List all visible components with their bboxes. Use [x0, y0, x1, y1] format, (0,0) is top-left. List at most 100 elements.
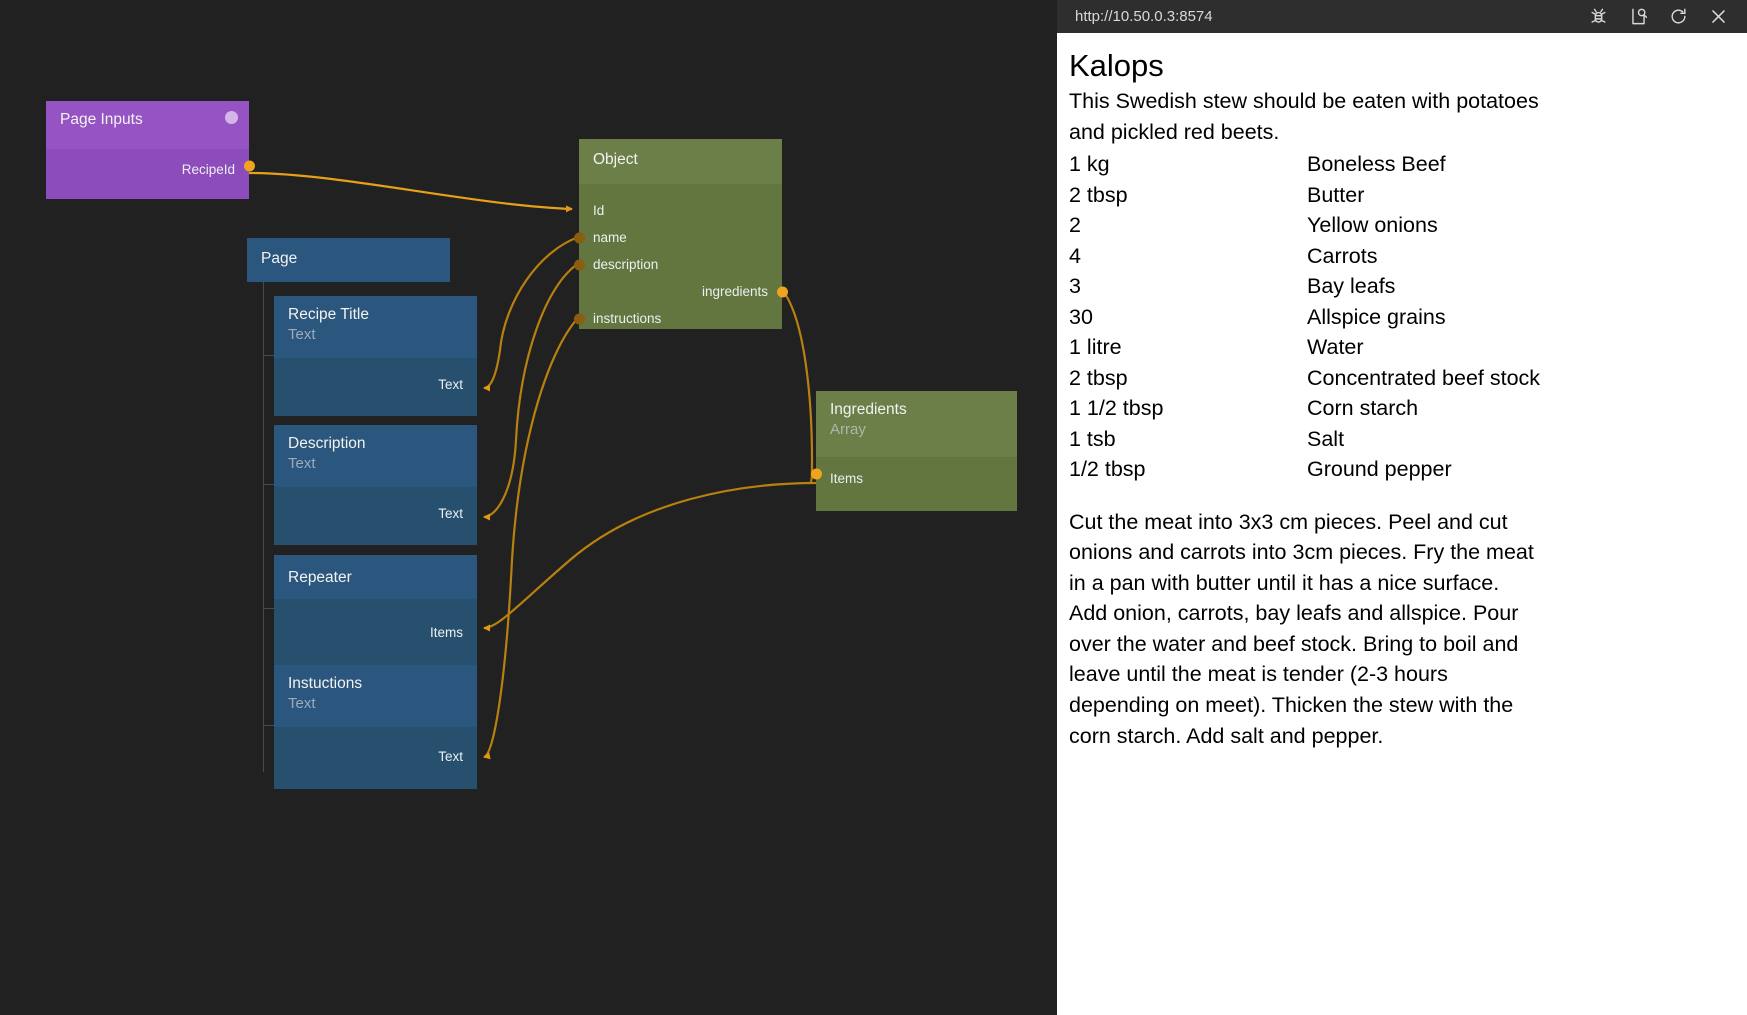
- ingredient-quantity: 30: [1069, 304, 1093, 329]
- ingredient-quantity: 1 1/2 tbsp: [1069, 396, 1164, 421]
- ingredient-name: Yellow onions: [1307, 213, 1438, 238]
- port-dot-object-name-input[interactable]: [573, 232, 585, 243]
- port-row-instuctions-text[interactable]: Text: [274, 727, 477, 769]
- tree-branch-line: [263, 608, 274, 609]
- port-row-object-name[interactable]: name: [573, 224, 782, 251]
- node-page[interactable]: Page: [247, 238, 450, 282]
- port-label-description-text: Text: [438, 506, 463, 521]
- port-row-ingredients-items[interactable]: Items: [810, 457, 1017, 491]
- node-graph-canvas[interactable]: Page Inputs RecipeId Page Recipe Title T…: [0, 0, 1057, 1015]
- port-label-object-id: Id: [593, 203, 605, 218]
- node-repeater[interactable]: Repeater Items: [274, 555, 477, 672]
- ingredient-name: Ground pepper: [1307, 457, 1452, 482]
- ingredient-quantity: 3: [1069, 274, 1081, 299]
- node-recipe-title-body: Text: [274, 358, 477, 416]
- node-page-header[interactable]: Page: [247, 238, 450, 282]
- ingredient-quantity: 4: [1069, 243, 1081, 268]
- node-object-body: Id name description ingredients instruct…: [573, 184, 788, 332]
- preview-toolbar: http://10.50.0.3:8574: [1057, 0, 1747, 33]
- port-label-object-instructions: instructions: [593, 311, 662, 326]
- node-instuctions-title: Instuctions: [288, 675, 363, 692]
- node-description[interactable]: Description Text Text: [274, 425, 477, 545]
- ingredient-name: Corn starch: [1307, 396, 1419, 421]
- node-object[interactable]: Object Id name description ingredients: [573, 139, 788, 332]
- ingredient-row: 1 tsb Salt: [1069, 424, 1725, 455]
- port-row-object-ingredients[interactable]: ingredients: [579, 278, 788, 305]
- ingredient-name: Salt: [1307, 426, 1345, 451]
- node-repeater-title: Repeater: [288, 569, 352, 586]
- ingredient-row: 3 Bay leafs: [1069, 271, 1725, 302]
- node-instuctions-header[interactable]: Instuctions Text: [274, 665, 477, 727]
- reload-icon[interactable]: [1661, 3, 1695, 31]
- node-page-inputs-title: Page Inputs: [60, 111, 143, 128]
- ingredient-row: 1 1/2 tbsp Corn starch: [1069, 393, 1725, 424]
- port-label-object-name: name: [593, 230, 627, 245]
- tree-trunk-line: [263, 282, 264, 772]
- node-instuctions-body: Text: [274, 727, 477, 789]
- node-object-header[interactable]: Object: [579, 139, 782, 184]
- port-row-recipeid[interactable]: RecipeId: [46, 149, 255, 182]
- node-description-body: Text: [274, 487, 477, 545]
- ingredient-quantity: 1 litre: [1069, 335, 1122, 360]
- port-dot-recipeid-output[interactable]: [243, 160, 255, 171]
- port-dot-object-description-input[interactable]: [573, 259, 585, 270]
- preview-panel: http://10.50.0.3:8574: [1057, 0, 1747, 1015]
- ingredient-quantity: 1 tsb: [1069, 426, 1116, 451]
- status-dot-icon: [225, 111, 238, 124]
- port-label-object-ingredients: ingredients: [701, 284, 768, 299]
- port-row-object-id[interactable]: Id: [579, 192, 782, 224]
- port-row-recipe-title-text[interactable]: Text: [274, 358, 477, 397]
- port-row-object-description[interactable]: description: [573, 251, 782, 278]
- node-recipe-title-subtitle: Text: [288, 325, 316, 343]
- close-icon[interactable]: [1701, 3, 1735, 31]
- node-ingredients-body: Items: [810, 457, 1017, 511]
- node-instuctions[interactable]: Instuctions Text Text: [274, 665, 477, 789]
- port-dot-ingredients-items-input[interactable]: [810, 468, 822, 480]
- port-label-repeater-items: Items: [429, 625, 463, 640]
- node-description-title: Description: [288, 435, 366, 452]
- port-row-object-instructions[interactable]: instructions: [573, 305, 782, 332]
- node-repeater-body: Items: [274, 599, 477, 672]
- recipe-instructions: Cut the meat into 3x3 cm pieces. Peel an…: [1069, 509, 1534, 748]
- ingredient-name: Allspice grains: [1307, 304, 1446, 329]
- ingredient-quantity: 2: [1069, 213, 1081, 238]
- node-ingredients-header[interactable]: Ingredients Array: [816, 391, 1017, 457]
- node-ingredients-title: Ingredients: [830, 401, 907, 418]
- port-row-repeater-items[interactable]: Items: [274, 599, 477, 645]
- node-recipe-title-title: Recipe Title: [288, 306, 369, 323]
- node-page-inputs[interactable]: Page Inputs RecipeId: [46, 101, 255, 199]
- inspect-page-icon[interactable]: [1621, 3, 1655, 31]
- tree-branch-line: [263, 355, 274, 356]
- port-label-object-description: description: [593, 257, 659, 272]
- node-description-header[interactable]: Description Text: [274, 425, 477, 487]
- ingredient-quantity: 2 tbsp: [1069, 365, 1128, 390]
- port-dot-object-ingredients-output[interactable]: [776, 286, 788, 297]
- port-dot-object-instructions-input[interactable]: [573, 313, 585, 324]
- port-label-recipeid: RecipeId: [181, 162, 235, 177]
- ingredient-row: 30 Allspice grains: [1069, 302, 1725, 333]
- ingredient-name: Bay leafs: [1307, 274, 1396, 299]
- node-ingredients-subtitle: Array: [830, 420, 866, 438]
- node-object-title: Object: [593, 151, 638, 168]
- port-label-ingredients-items: Items: [830, 471, 864, 486]
- port-label-recipe-title-text: Text: [438, 377, 463, 392]
- node-ingredients[interactable]: Ingredients Array Items: [810, 391, 1017, 511]
- node-instuctions-subtitle: Text: [288, 694, 316, 712]
- url-text[interactable]: http://10.50.0.3:8574: [1075, 8, 1213, 25]
- tree-branch-line: [263, 725, 274, 726]
- recipe-description: This Swedish stew should be eaten with p…: [1069, 89, 1539, 144]
- node-recipe-title[interactable]: Recipe Title Text Text: [274, 296, 477, 416]
- port-row-description-text[interactable]: Text: [274, 487, 477, 526]
- node-recipe-title-header[interactable]: Recipe Title Text: [274, 296, 477, 358]
- node-repeater-header[interactable]: Repeater: [274, 555, 477, 599]
- node-page-inputs-header[interactable]: Page Inputs: [46, 101, 249, 149]
- bug-icon[interactable]: [1581, 3, 1615, 31]
